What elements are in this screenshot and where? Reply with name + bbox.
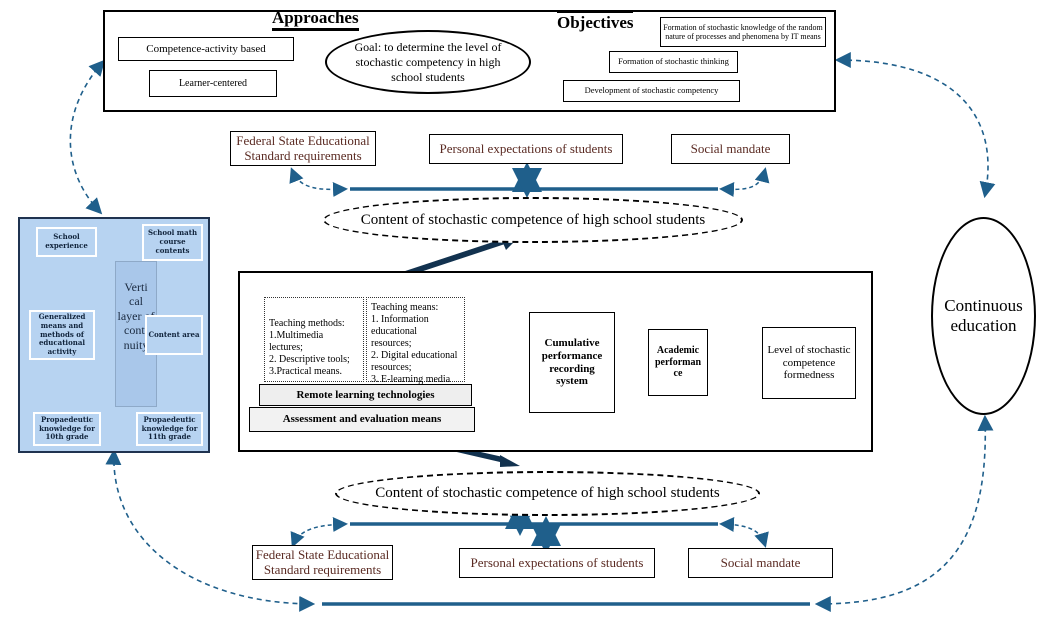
req-top-fse: Federal State Educational Standard requi… — [230, 131, 376, 166]
content-area-box: Content area — [145, 315, 203, 355]
generalized-means-box: Generalized means and methods of educati… — [29, 310, 95, 360]
teaching-methods-box: Teaching methods: 1.Multimedia lectures;… — [264, 297, 364, 382]
goal-ellipse: Goal: to determine the level of stochast… — [325, 30, 531, 94]
cumulative-box: Cumulative performance recording system — [529, 312, 615, 413]
teaching-means-box: Teaching means: 1. Information education… — [366, 297, 465, 397]
prop-10-box: Propaedeutic knowledge for 10th grade — [33, 412, 101, 446]
left-bottom-dashed-arrow — [105, 448, 316, 612]
method-1: 1.Multimedia lectures; — [269, 330, 324, 353]
objective-development: Development of stochastic competency — [563, 80, 740, 102]
level-box: Level of stochastic competence formednes… — [762, 327, 856, 399]
continuity-panel: School experience School math course con… — [18, 217, 210, 453]
academic-box: Academic performan ce — [648, 329, 708, 396]
approaches-heading: Approaches — [272, 8, 359, 31]
approach-competence: Competence-activity based — [118, 37, 294, 61]
req-bottom-social: Social mandate — [688, 548, 833, 578]
means-1: 1. Information educational resources; — [371, 314, 429, 349]
req-top-personal: Personal expectations of students — [429, 134, 623, 164]
objective-knowledge: Formation of stochastic knowledge of the… — [660, 17, 826, 47]
objectives-heading: Objectives — [557, 10, 634, 33]
req-top-social: Social mandate — [671, 134, 790, 164]
means-title: Teaching means: — [371, 302, 439, 313]
approach-learner: Learner-centered — [149, 70, 277, 97]
assessment-box: Assessment and evaluation means — [249, 407, 475, 432]
method-3: 3.Practical means. — [269, 366, 343, 377]
content-top-ellipse: Content of stochastic competence of high… — [323, 197, 743, 243]
method-2: 2. Descriptive tools; — [269, 354, 350, 365]
content-bottom-ellipse: Content of stochastic competence of high… — [335, 471, 760, 516]
school-experience-box: School experience — [36, 227, 97, 257]
left-top-dashed-arrow — [69, 59, 106, 215]
objective-thinking: Formation of stochastic thinking — [609, 51, 738, 73]
means-2: 2. Digital educational resources; — [371, 350, 458, 373]
continuous-education-ellipse: Continuous education — [931, 217, 1036, 415]
methods-title: Teaching methods: — [269, 318, 345, 329]
req-bottom-fse: Federal State Educational Standard requi… — [252, 545, 393, 580]
right-top-dashed-arrow — [834, 52, 996, 199]
school-math-box: School math course contents — [142, 224, 203, 261]
remote-learning-box: Remote learning technologies — [259, 384, 472, 406]
prop-11-box: Propaedeutic knowledge for 11th grade — [136, 412, 203, 446]
req-bottom-personal: Personal expectations of students — [459, 548, 655, 578]
